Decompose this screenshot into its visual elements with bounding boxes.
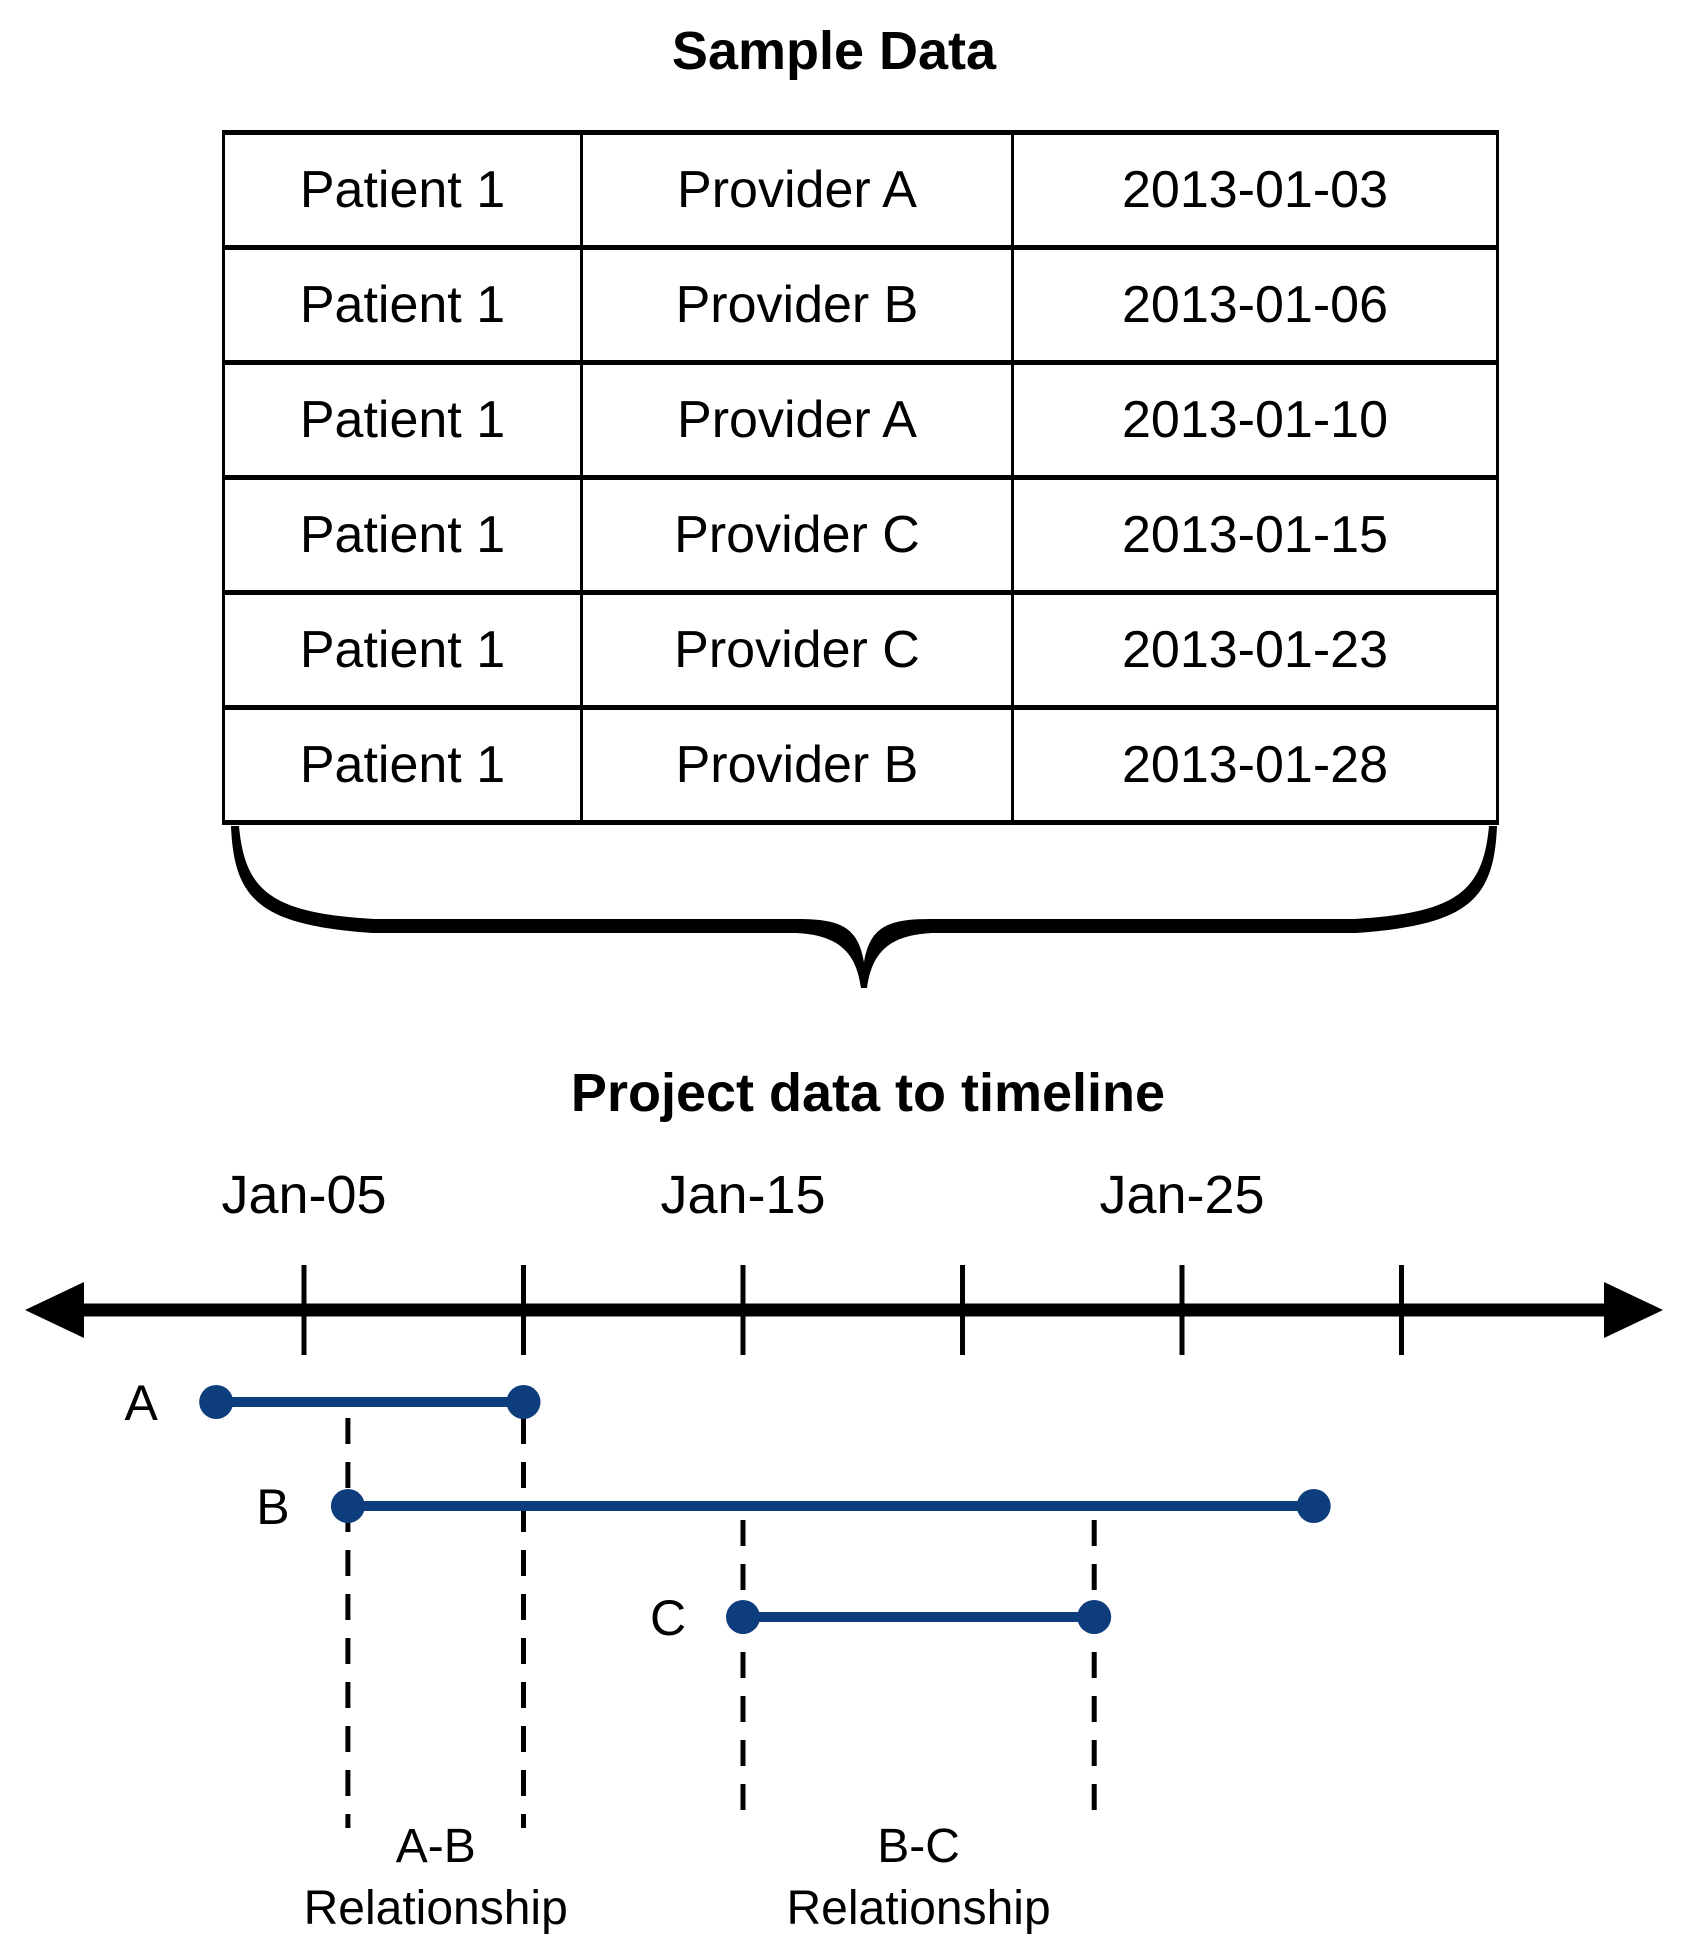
provider-start-dot [330,1489,365,1523]
patient-cell: Patient 1 [222,360,583,480]
date-cell: 2013-01-23 [1011,590,1499,710]
table-row: Patient 1 Provider C 2013-01-23 [222,590,1499,710]
table-row: Patient 1 Provider C 2013-01-15 [222,475,1499,595]
relationship-label-line2: Relationship [304,1882,568,1935]
date-cell: 2013-01-28 [1011,705,1499,825]
date-cell: 2013-01-03 [1011,130,1499,250]
table-row: Patient 1 Provider A 2013-01-10 [222,360,1499,480]
patient-cell: Patient 1 [222,130,583,250]
arrowhead-right-icon [1604,1282,1663,1338]
timeline-axis-group: Jan-05 Jan-15 Jan-25 [25,1165,1663,1355]
curly-brace-icon [231,826,1497,988]
provider-label: A [125,1375,159,1431]
axis-date-label: Jan-05 [221,1165,386,1225]
relationship-label-line2: Relationship [787,1882,1051,1935]
axis-date-label: Jan-25 [1099,1165,1264,1225]
sample-data-title: Sample Data [671,21,997,81]
table-row: Patient 1 Provider B 2013-01-28 [222,705,1499,825]
provider-cell: Provider A [580,360,1014,480]
table-row: Patient 1 Provider A 2013-01-03 [222,130,1499,250]
date-cell: 2013-01-10 [1011,360,1499,480]
provider-label: B [256,1479,289,1535]
arrowhead-left-icon [25,1282,84,1338]
provider-cell: Provider C [580,475,1014,595]
table-row: Patient 1 Provider B 2013-01-06 [222,245,1499,365]
patient-cell: Patient 1 [222,705,583,825]
date-cell: 2013-01-06 [1011,245,1499,365]
patient-cell: Patient 1 [222,590,583,710]
patient-cell: Patient 1 [222,245,583,365]
provider-cell: Provider B [580,705,1014,825]
provider-end-dot [506,1385,541,1419]
axis-date-label: Jan-15 [660,1165,825,1225]
relationship-label-line1: A-B [396,1820,476,1873]
provider-cell: Provider B [580,245,1014,365]
provider-cell: Provider A [580,130,1014,250]
patient-cell: Patient 1 [222,475,583,595]
relationship-markers-group: A-B Relationship B-C Relationship [304,1418,1097,1935]
provider-start-dot [726,1600,760,1634]
timeline-title: Project data to timeline [570,1063,1166,1123]
provider-cell: Provider C [580,590,1014,710]
relationship-label-line1: B-C [877,1820,960,1873]
provider-label: C [650,1590,686,1646]
provider-end-dot [1296,1489,1331,1523]
provider-start-dot [199,1385,234,1419]
provider-end-dot [1077,1600,1112,1634]
provider-spans-group: A B C [125,1375,1331,1646]
sample-data-table: Patient 1 Provider A 2013-01-03 Patient … [222,130,1499,825]
date-cell: 2013-01-15 [1011,475,1499,595]
